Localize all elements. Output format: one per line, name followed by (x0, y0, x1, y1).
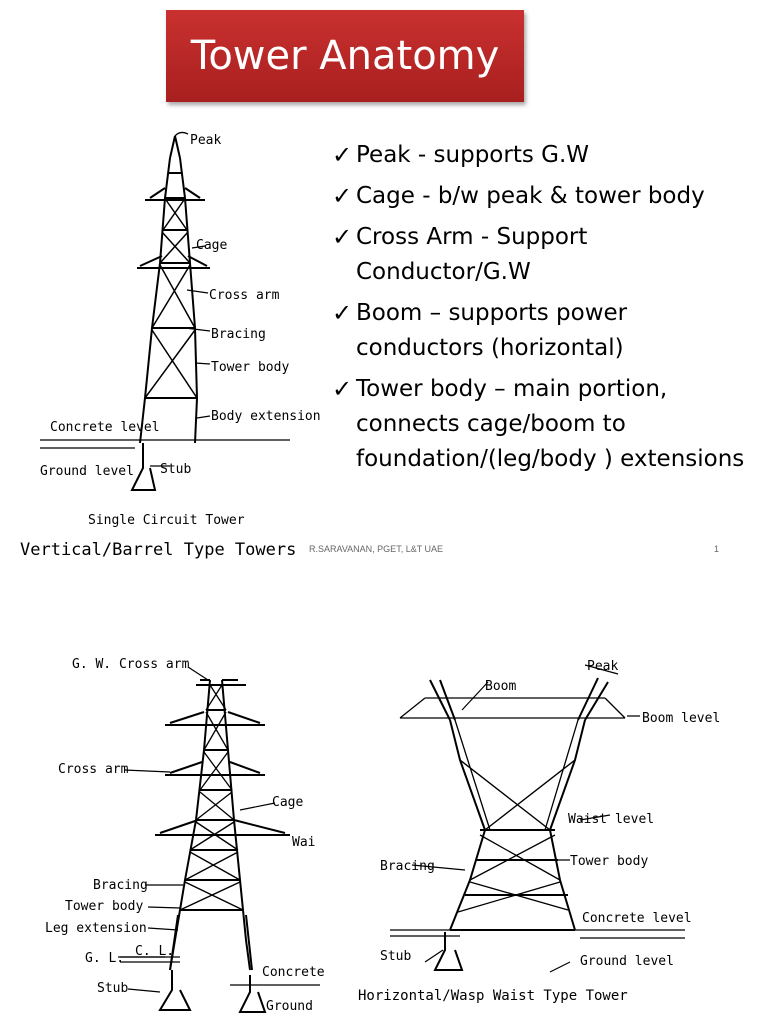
single-circuit-tower-diagram: Peak Cage Cross arm Bracing Tower body B… (20, 131, 320, 560)
label-boom-level: Boom level (642, 711, 720, 726)
page-number: 1 (714, 544, 720, 554)
label-concrete: Concrete (262, 965, 325, 980)
bullet-item: ✓Tower body – main portion, connects cag… (332, 372, 752, 477)
label-body-extension: Body extension (211, 409, 320, 424)
bullet-item: ✓Cross Arm - Support Conductor/G.W (332, 220, 752, 290)
bullet-item: ✓Cage - b/w peak & tower body (332, 179, 752, 214)
label-ground-level: Ground level (580, 954, 674, 969)
label-gw-cross-arm: G. W. Cross arm (72, 657, 190, 672)
figure-caption: Single Circuit Tower (88, 513, 245, 528)
bullet-item: ✓Boom – supports power conductors (horiz… (332, 296, 752, 366)
figure-caption: Horizontal/Wasp Waist Type Tower (358, 988, 628, 1004)
label-peak: Peak (587, 659, 618, 674)
bullet-text: Cage - b/w peak & tower body (356, 183, 705, 209)
label-waist-level: Waist level (568, 812, 654, 827)
bullet-item: ✓Peak - supports G.W (332, 138, 752, 173)
label-tower-body: Tower body (211, 360, 289, 375)
label-stub: Stub (160, 462, 191, 477)
wasp-waist-tower-diagram: Boom Peak Boom level Waist level Bracing… (358, 659, 720, 1004)
bullet-text: Tower body – main portion, connects cage… (356, 376, 745, 472)
label-tower-body: Tower body (65, 899, 143, 914)
bullet-text: Peak - supports G.W (356, 142, 590, 168)
slide-title-box: Tower Anatomy (166, 10, 524, 102)
checkmark-icon: ✓ (332, 141, 353, 169)
label-peak: Peak (190, 133, 221, 148)
label-cage: Cage (272, 795, 303, 810)
label-boom: Boom (485, 679, 516, 694)
label-ground: Ground (266, 999, 313, 1014)
bullet-text: Boom – supports power conductors (horizo… (356, 300, 628, 361)
label-cross-arm: Cross arm (58, 762, 129, 777)
bullet-text: Cross Arm - Support Conductor/G.W (356, 224, 588, 285)
label-gl: G. L. (85, 951, 124, 966)
label-leg-extension: Leg extension (45, 921, 147, 936)
label-concrete-level: Concrete level (582, 911, 692, 926)
bullet-list: ✓Peak - supports G.W ✓Cage - b/w peak & … (332, 138, 752, 483)
label-waist: Wai (292, 835, 315, 850)
label-cross-arm: Cross arm (209, 288, 280, 303)
vertical-tower-diagram: G. W. Cross arm Cross arm Cage Wai Braci… (45, 657, 325, 1014)
checkmark-icon: ✓ (332, 375, 353, 403)
label-stub: Stub (380, 949, 411, 964)
checkmark-icon: ✓ (332, 182, 353, 210)
label-ground-level: Ground level (40, 464, 134, 479)
label-bracing: Bracing (380, 859, 435, 874)
type-caption: Vertical/Barrel Type Towers (20, 540, 296, 560)
checkmark-icon: ✓ (332, 299, 353, 327)
label-concrete-level: Concrete level (50, 420, 160, 435)
slide-title: Tower Anatomy (190, 33, 500, 79)
label-cl: C. L. (135, 944, 174, 959)
label-bracing: Bracing (93, 878, 148, 893)
label-cage: Cage (196, 238, 227, 253)
label-tower-body: Tower body (570, 854, 648, 869)
label-bracing: Bracing (211, 327, 266, 342)
checkmark-icon: ✓ (332, 223, 353, 251)
label-stub: Stub (97, 981, 128, 996)
footer-credit: R.SARAVANAN, PGET, L&T UAE (309, 544, 444, 554)
